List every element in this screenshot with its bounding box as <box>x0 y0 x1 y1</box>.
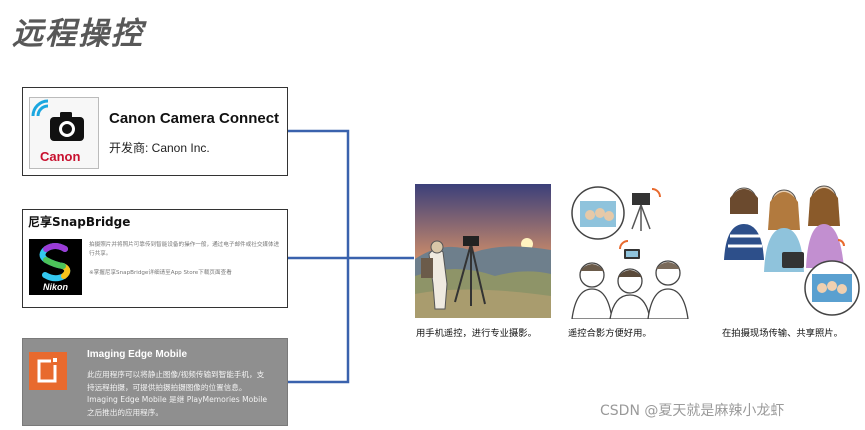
app-description: 此应用程序可以将静止图像/视频传输到智能手机，支 持远程拍摄，可提供拍摄拍摄图像… <box>87 369 285 419</box>
page-title: 远程操控 <box>12 16 144 52</box>
camera-wifi-icon: Canon <box>29 97 99 169</box>
app-card-imaging-edge-mobile[interactable]: Imaging Edge Mobile 此应用程序可以将静止图像/视频传输到智能… <box>22 338 288 426</box>
caption-share-photos: 在拍摄现场传输、共享照片。 <box>722 328 843 339</box>
caption-remote-shooting: 用手机遥控，进行专业摄影。 <box>416 328 537 339</box>
sharing-photos-icon <box>720 180 860 319</box>
group-photo-icon <box>566 185 696 320</box>
imaging-edge-icon <box>29 352 67 390</box>
description-line: 之后推出的应用程序。 <box>87 407 163 417</box>
snapbridge-icon: Nikon <box>29 239 82 295</box>
app-name: 尼享SnapBridge <box>28 215 131 229</box>
app-name: Canon Camera Connect <box>109 110 280 127</box>
app-name: Imaging Edge Mobile <box>87 349 188 360</box>
caption-group-photo: 遥控合影方便好用。 <box>568 328 652 339</box>
app-note: ※掌握尼享SnapBridge详细请至App Store下载页面查看 <box>89 270 232 276</box>
description-line: 此应用程序可以将静止图像/视频传输到智能手机，支 <box>87 370 265 379</box>
description-line: 持远程拍摄，可提供拍摄拍摄图像的位置信息。 <box>87 382 247 392</box>
app-publisher: 开发商: Canon Inc. <box>109 141 210 155</box>
nikon-logo: Nikon <box>42 282 68 292</box>
app-card-snapbridge[interactable]: 尼享SnapBridge Nikon 拍摄照片并将照片可靠传到智能设备的操作一般… <box>22 209 288 308</box>
landscape-tripod-icon <box>415 184 551 318</box>
app-description: 拍摄照片并将照片可靠传到智能设备的操作一般，通过电子邮件或社交媒体进行共享。 <box>89 242 280 257</box>
canon-logo: Canon <box>40 149 81 164</box>
watermark: CSDN @夏天就是麻辣小龙虾 <box>600 403 785 419</box>
app-card-canon-camera-connect[interactable]: Canon Canon Camera Connect 开发商: Canon In… <box>22 87 288 176</box>
connector-top <box>288 129 350 258</box>
description-line: Imaging Edge Mobile 是继 PlayMemories Mobi… <box>87 395 268 405</box>
connector-bottom <box>288 258 350 384</box>
